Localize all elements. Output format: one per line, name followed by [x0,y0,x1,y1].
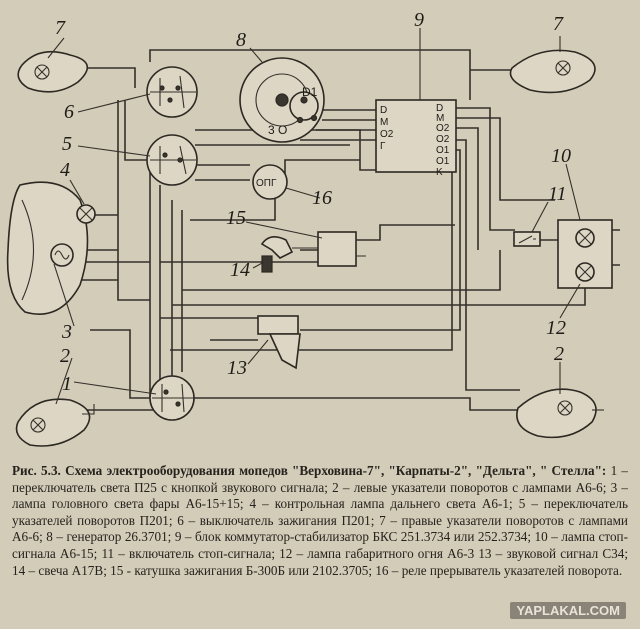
block9-right-pin-3: O2 [436,134,450,145]
spark-plug [260,236,318,273]
label-7-left: 7 [55,17,66,39]
block9-right-pin-6: K [436,167,443,178]
block9-left-pin-0: D [380,105,387,116]
watermark: YAPLAKAL.COM [510,602,626,619]
figure-caption: Рис. 5.3. Схема электрооборудования мопе… [12,463,628,579]
turn-lamp-right-bottom [516,388,604,439]
caption-lead: Рис. 5.3. Схема электрооборудования мопе… [12,463,607,478]
turn-signal-switch [146,134,198,186]
block9-right-pin-4: O1 [436,145,450,156]
label-2-right: 2 [554,343,564,365]
label-14: 14 [230,259,250,281]
block9-right-pin-1: M [436,113,444,124]
ignition-switch [146,66,198,118]
label-16: 16 [312,187,332,209]
label-13: 13 [227,357,247,379]
block9-left-pin-1: M [380,117,388,128]
generator: D1 3 O [239,57,325,143]
wiring [66,49,620,411]
block9-right-pin-5: O1 [436,156,450,167]
headlight [6,181,96,315]
block9-right-pin-2: O2 [436,123,450,134]
label-8: 8 [236,29,246,51]
relay-label: ОПГ [256,178,277,189]
switch-stabilizer-block: D M O2 Г D M O2 O2 O1 O1 K [375,99,457,178]
block9-left-pin-2: O2 [380,129,394,140]
label-7-right: 7 [553,13,564,35]
block9-right-pin-0: D [436,103,443,114]
horn [257,315,301,370]
block9-left-pin-3: Г [380,141,386,152]
label-12: 12 [546,317,566,339]
leader-lines [47,28,581,405]
light-switch [149,375,195,421]
turn-signal-relay: ОПГ [252,164,288,200]
label-5: 5 [62,133,72,155]
rear-light-block [557,219,613,289]
gen-pin-d1: D1 [302,85,318,99]
stop-light-switch [513,231,541,247]
part-numbers: 7 7 8 9 6 5 4 16 15 14 10 11 12 3 13 2 1… [55,9,571,395]
label-1: 1 [62,373,72,395]
label-10: 10 [551,145,571,167]
turn-lamp-left-top [17,50,88,93]
ignition-coil [317,231,366,267]
label-6: 6 [64,101,74,123]
gen-pin-3: 3 [268,123,275,137]
label-11: 11 [548,183,567,205]
label-9: 9 [414,9,424,31]
caption-body: 1 – переключатель света П25 с кнопкой зв… [12,463,629,578]
label-2-left: 2 [60,345,70,367]
label-15: 15 [226,207,246,229]
turn-lamp-left-bottom [15,398,95,447]
turn-lamp-right-top [509,49,596,94]
gen-pin-o: O [278,123,287,137]
wiring-diagram: D1 3 O D M O2 Г D M O2 O2 O1 O1 K ОПГ [6,9,620,447]
label-4: 4 [60,159,70,181]
label-3: 3 [61,321,72,343]
